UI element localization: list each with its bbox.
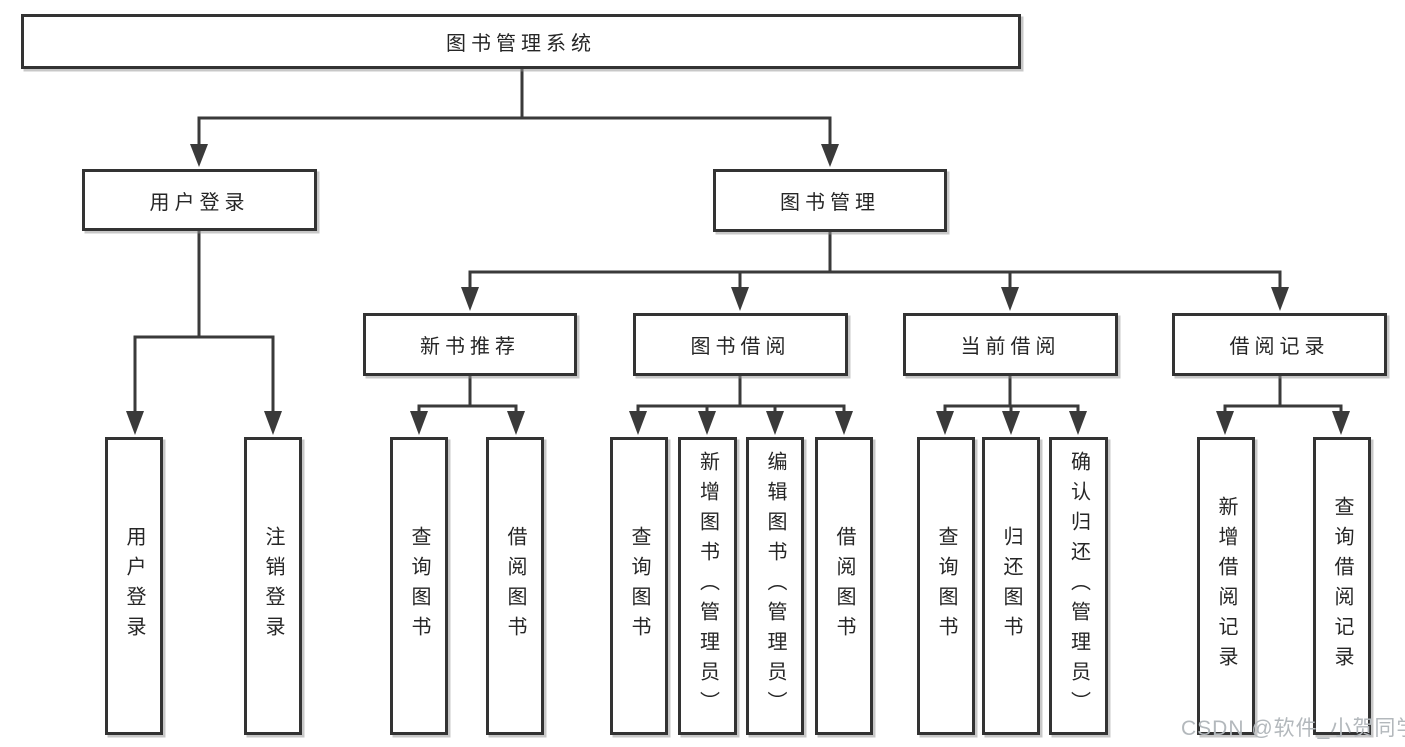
leaf-borrowing-add-books-admin: 新增图书（管理员）: [678, 437, 737, 735]
leaf-current-query-books-label: 查询图书: [935, 526, 957, 646]
leaf-recommend-borrow-books: 借阅图书: [486, 437, 544, 735]
leaf-current-return-books: 归还图书: [982, 437, 1040, 735]
leaf-current-confirm-return-admin: 确认归还（管理员）: [1049, 437, 1108, 735]
leaf-records-query-record: 查询借阅记录: [1313, 437, 1371, 735]
leaf-current-query-books: 查询图书: [917, 437, 975, 735]
node-user-login-label: 用户登录: [149, 191, 250, 214]
node-root-label: 图书管理系统: [446, 33, 596, 55]
leaf-recommend-query-books-label: 查询图书: [408, 526, 430, 646]
leaf-borrowing-borrow-books: 借阅图书: [815, 437, 873, 735]
leaf-borrowing-query-books: 查询图书: [610, 437, 668, 735]
leaf-current-confirm-return-admin-label: 确认归还（管理员）: [1067, 451, 1090, 721]
node-book-management: 图书管理: [713, 169, 947, 232]
node-current-borrowing: 当前借阅: [903, 313, 1118, 376]
leaf-borrowing-query-books-label: 查询图书: [628, 526, 650, 646]
leaf-records-add-record-label: 新增借阅记录: [1215, 496, 1237, 676]
leaf-login-user-login: 用户登录: [105, 437, 163, 735]
node-book-borrowing-label: 图书借阅: [690, 336, 791, 358]
node-borrowing-records: 借阅记录: [1172, 313, 1387, 376]
leaf-recommend-query-books: 查询图书: [390, 437, 448, 735]
leaf-login-logout: 注销登录: [244, 437, 302, 735]
node-book-management-label: 图书管理: [780, 192, 880, 214]
leaf-login-user-login-label: 用户登录: [123, 526, 145, 646]
node-new-book-recommend-label: 新书推荐: [420, 336, 520, 358]
leaf-current-return-books-label: 归还图书: [1000, 526, 1022, 646]
leaf-borrowing-borrow-books-label: 借阅图书: [833, 526, 855, 646]
leaf-borrowing-edit-books-admin-label: 编辑图书（管理员）: [764, 451, 786, 721]
leaf-records-query-record-label: 查询借阅记录: [1331, 496, 1353, 676]
node-current-borrowing-label: 当前借阅: [960, 336, 1061, 358]
node-root: 图书管理系统: [21, 14, 1021, 69]
node-new-book-recommend: 新书推荐: [363, 313, 577, 376]
leaf-login-logout-label: 注销登录: [262, 526, 284, 646]
leaf-recommend-borrow-books-label: 借阅图书: [504, 526, 526, 646]
node-user-login: 用户登录: [82, 169, 317, 231]
leaf-records-add-record: 新增借阅记录: [1197, 437, 1255, 735]
leaf-borrowing-add-books-admin-label: 新增图书（管理员）: [696, 451, 719, 721]
arrowheads: [126, 144, 1350, 435]
node-book-borrowing: 图书借阅: [633, 313, 848, 376]
watermark-text: CSDN @软件_小贺同学: [1181, 717, 1405, 740]
leaf-borrowing-edit-books-admin: 编辑图书（管理员）: [746, 437, 804, 735]
node-borrowing-records-label: 借阅记录: [1229, 336, 1330, 358]
